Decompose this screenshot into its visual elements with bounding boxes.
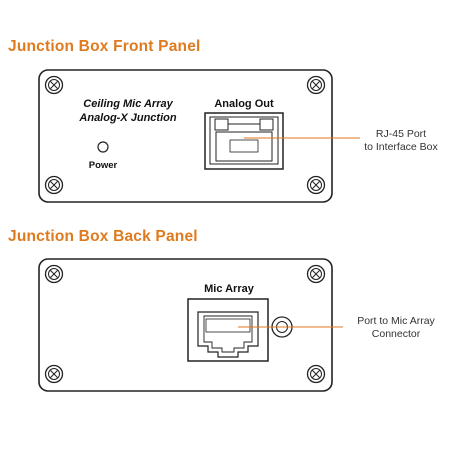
back-screw-bottom-right (306, 364, 326, 384)
analog-out-label: Analog Out (214, 98, 274, 110)
back-callout-line2: Connector (371, 328, 421, 340)
back-screw-top-right (306, 264, 326, 284)
rj45-jack-back (187, 298, 269, 362)
mic-array-label: Mic Array (204, 283, 255, 295)
front-panel: Ceiling Mic Array Analog-X Junction Powe… (38, 69, 360, 203)
rj45-jack-front (204, 112, 284, 170)
device-name-line1: Ceiling Mic Array (83, 98, 173, 110)
front-callout-line2: to Interface Box (364, 141, 438, 153)
front-screw-bottom-left (44, 175, 64, 195)
back-callout: Port to Mic Array Connector (344, 315, 448, 341)
power-label: Power (89, 160, 118, 171)
back-screw-bottom-left (44, 364, 64, 384)
back-screw-top-left (44, 264, 64, 284)
power-led (97, 141, 109, 153)
front-screw-bottom-right (306, 175, 326, 195)
device-name-line2: Analog-X Junction (78, 112, 176, 124)
front-screw-top-left (44, 75, 64, 95)
front-callout-line1: RJ-45 Port (375, 128, 427, 140)
front-panel-heading: Junction Box Front Panel (8, 38, 201, 55)
front-panel-body (38, 69, 333, 203)
front-screw-top-right (306, 75, 326, 95)
back-panel: Mic Array (38, 258, 343, 392)
back-callout-line1: Port to Mic Array (357, 315, 435, 327)
back-panel-heading: Junction Box Back Panel (8, 228, 198, 245)
front-callout: RJ-45 Port to Interface Box (353, 128, 449, 154)
